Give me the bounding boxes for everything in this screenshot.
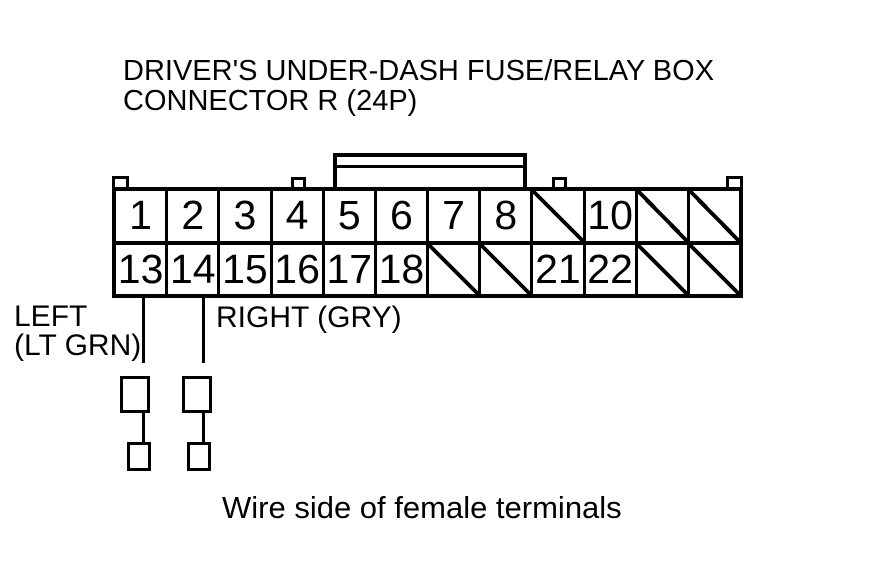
wire-from-pin-14	[202, 296, 205, 363]
pin-cell-11-no-terminal	[637, 191, 687, 241]
pin-cell-5: 5	[324, 191, 374, 241]
pin-cell-15: 15	[220, 244, 270, 294]
connector-center-lock-tab-ridge	[337, 165, 523, 168]
label-right-wire: RIGHT (GRY)	[216, 301, 402, 334]
wire-from-pin-13	[142, 296, 145, 363]
connector-center-lock-tab	[333, 153, 527, 191]
pin-cell-18: 18	[376, 244, 426, 294]
pin-cell-12-no-terminal	[689, 191, 739, 241]
pin-cell-24-no-terminal	[689, 244, 739, 294]
label-left-wire-line-1: LEFT	[14, 300, 88, 333]
pin-grid: 1 2 3 4 5 6 7 8 10 13 14 15 16 17 18 21 …	[116, 191, 739, 294]
label-left-wire: LEFT (LT GRN)	[14, 300, 142, 362]
pin-cell-7: 7	[429, 191, 479, 241]
title-line-2: CONNECTOR R (24P)	[123, 85, 418, 117]
pin-cell-8: 8	[481, 191, 531, 241]
caption: Wire side of female terminals	[222, 490, 622, 525]
pin-cell-3: 3	[220, 191, 270, 241]
pin-cell-4: 4	[272, 191, 322, 241]
pin-cell-1: 1	[116, 191, 166, 241]
pin-cell-22: 22	[585, 244, 635, 294]
terminal-symbol-large-right	[182, 376, 212, 413]
wire-link-right	[202, 412, 205, 444]
title-line-1: DRIVER'S UNDER-DASH FUSE/RELAY BOX	[123, 55, 715, 87]
connector-body: 1 2 3 4 5 6 7 8 10 13 14 15 16 17 18 21 …	[112, 187, 743, 298]
pin-cell-23-no-terminal	[637, 244, 687, 294]
pin-cell-19-no-terminal	[429, 244, 479, 294]
terminal-symbol-large-left	[120, 376, 150, 413]
pin-cell-9-no-terminal	[533, 191, 583, 241]
pin-cell-17: 17	[324, 244, 374, 294]
pin-cell-6: 6	[376, 191, 426, 241]
page-title: DRIVER'S UNDER-DASH FUSE/RELAY BOX CONNE…	[123, 56, 714, 116]
pin-cell-10: 10	[585, 191, 635, 241]
pin-cell-16: 16	[272, 244, 322, 294]
wire-link-left	[142, 412, 145, 444]
pin-cell-2: 2	[168, 191, 218, 241]
terminal-symbol-small-left	[127, 442, 151, 471]
pin-cell-14: 14	[168, 244, 218, 294]
terminal-symbol-small-right	[187, 442, 211, 471]
pin-cell-13: 13	[116, 244, 166, 294]
pin-cell-21: 21	[533, 244, 583, 294]
pin-cell-20-no-terminal	[481, 244, 531, 294]
label-left-wire-line-2: (LT GRN)	[14, 329, 142, 362]
